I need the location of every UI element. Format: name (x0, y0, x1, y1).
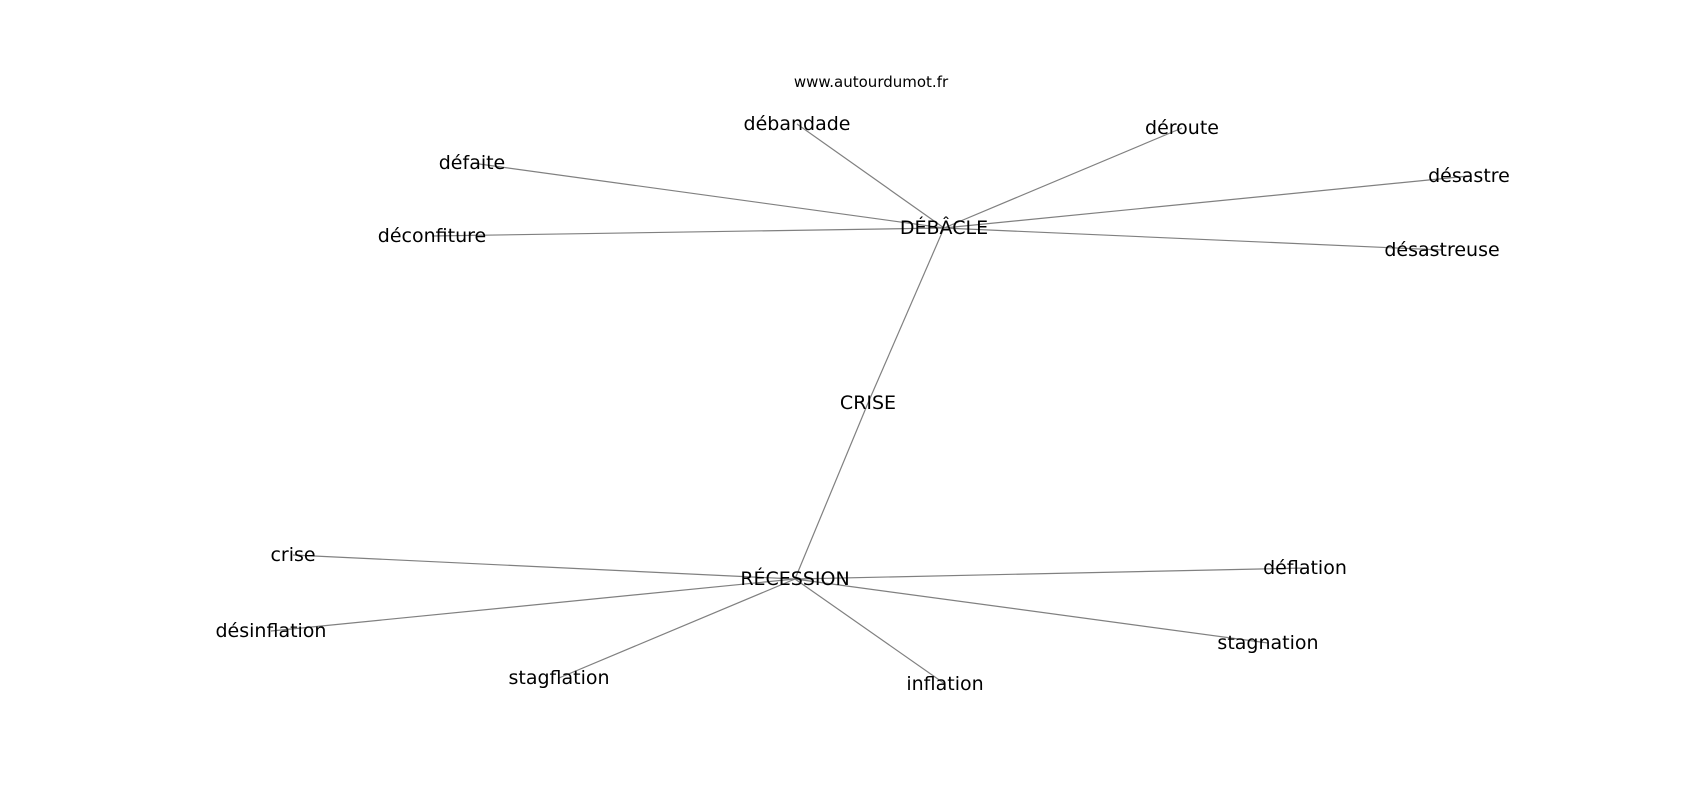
node-desastre[interactable]: désastre (1428, 165, 1510, 187)
edge-debacle-defaite (471, 162, 945, 229)
node-recession[interactable]: RÉCESSION (740, 567, 849, 590)
node-crise_hub[interactable]: CRISE (840, 392, 896, 414)
edge-debacle-crise_hub (867, 227, 945, 404)
edge-debacle-deconfiture (431, 227, 945, 237)
node-stagflation[interactable]: stagflation (508, 667, 609, 689)
node-desinflation[interactable]: désinflation (216, 620, 327, 642)
node-debandade[interactable]: débandade (744, 113, 851, 135)
node-deroute[interactable]: déroute (1145, 117, 1219, 139)
site-title: www.autourdumot.fr (794, 73, 949, 91)
edge-debacle-desastre (943, 175, 1470, 229)
edge-recession-stagflation (558, 578, 796, 679)
edge-debacle-deroute (943, 127, 1183, 229)
edge-debacle-debandade (796, 123, 945, 229)
edge-recession-stagnation (794, 578, 1269, 644)
node-deconfiture[interactable]: déconfiture (378, 225, 486, 247)
node-inflation[interactable]: inflation (906, 673, 983, 695)
edge-debacle-desastreuse (943, 227, 1443, 251)
edge-crise_hub-recession (794, 402, 869, 580)
node-defaite[interactable]: défaite (439, 152, 506, 174)
edge-recession-desinflation (270, 578, 796, 632)
edge-recession-crise (292, 554, 796, 580)
nodes: DÉBÂCLE CRISE RÉCESSION débandade déroute déf… (216, 113, 1510, 695)
node-debacle[interactable]: DÉBÂCLE (900, 216, 988, 239)
node-crise[interactable]: crise (270, 544, 315, 566)
edges (270, 123, 1470, 685)
edge-recession-deflation (794, 567, 1306, 580)
node-desastreuse[interactable]: désastreuse (1384, 239, 1499, 261)
edge-recession-inflation (794, 578, 946, 685)
node-deflation[interactable]: déflation (1263, 557, 1347, 579)
node-stagnation[interactable]: stagnation (1217, 632, 1318, 654)
